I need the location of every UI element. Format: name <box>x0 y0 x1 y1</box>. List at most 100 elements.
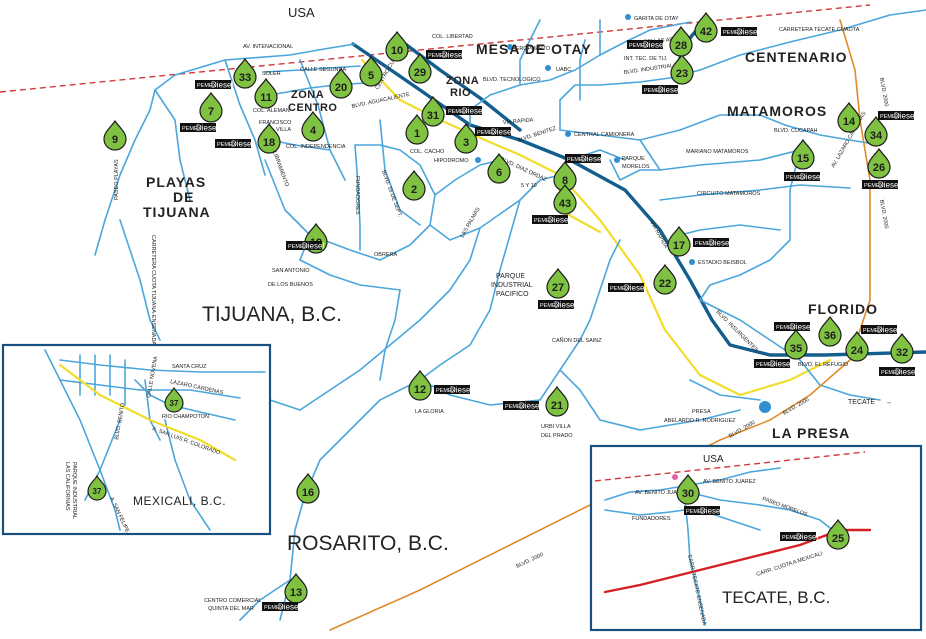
svg-text:VIA RAPIDA: VIA RAPIDA <box>503 117 534 126</box>
svg-text:CIRCUITO MATAMOROS: CIRCUITO MATAMOROS <box>697 191 761 197</box>
svg-text:Diesel: Diesel <box>737 28 759 37</box>
svg-text:LAS CALIFORNIAS: LAS CALIFORNIAS <box>64 462 70 511</box>
svg-text:AV. INTENACIONAL: AV. INTENACIONAL <box>243 44 293 50</box>
svg-text:AV. BENITO JUAREZ: AV. BENITO JUAREZ <box>635 490 688 496</box>
svg-text:PEMEX: PEMEX <box>288 244 308 250</box>
svg-text:CENTENARIO: CENTENARIO <box>745 49 848 65</box>
station-pins[interactable]: 1 2 3 4 5 6 7 8 9 10 11 12 13 14 15 16 1… <box>103 12 914 604</box>
svg-text:Diesel: Diesel <box>581 155 603 164</box>
svg-text:PEMEX: PEMEX <box>880 114 900 120</box>
svg-text:Diesel: Diesel <box>770 360 792 369</box>
svg-text:Diesel: Diesel <box>211 81 233 90</box>
station-marker-18: 18 <box>257 123 281 154</box>
svg-text:37: 37 <box>170 399 179 408</box>
svg-text:9: 9 <box>112 134 118 146</box>
svg-text:5 Y 10: 5 Y 10 <box>521 183 537 189</box>
svg-text:43: 43 <box>559 198 571 210</box>
svg-text:PACIFICO: PACIFICO <box>496 291 529 298</box>
svg-text:GARITA DE OTAY: GARITA DE OTAY <box>634 16 679 22</box>
station-marker-21: 21 <box>545 386 569 417</box>
svg-text:Diesel: Diesel <box>231 140 253 149</box>
svg-text:Diesel: Diesel <box>800 173 822 182</box>
svg-text:PEMEX: PEMEX <box>776 325 796 331</box>
svg-text:ZONA: ZONA <box>446 75 479 87</box>
svg-text:BLVD. EL REFUGIO: BLVD. EL REFUGIO <box>798 362 849 368</box>
station-marker-20: 20 <box>329 68 353 99</box>
svg-text:BLVD. 2000: BLVD. 2000 <box>515 552 544 570</box>
station-marker-25[interactable]: 25 <box>826 519 850 550</box>
svg-text:DE: DE <box>173 189 194 205</box>
svg-text:PASEO PLAYAS: PASEO PLAYAS <box>114 159 120 200</box>
svg-text:PEMEX: PEMEX <box>477 130 497 136</box>
station-marker-15: 15 <box>791 139 815 170</box>
svg-text:13: 13 <box>290 587 302 599</box>
svg-text:PEMEX: PEMEX <box>264 605 284 611</box>
svg-text:SANTA CRUZ: SANTA CRUZ <box>172 364 207 370</box>
svg-text:USA: USA <box>703 454 724 465</box>
poi-markers <box>475 14 771 413</box>
svg-text:PEMEX: PEMEX <box>786 175 806 181</box>
svg-text:29: 29 <box>414 67 426 79</box>
svg-text:COL. INDEPENDENCIA: COL. INDEPENDENCIA <box>286 144 346 150</box>
station-marker-3: 3 <box>454 123 478 154</box>
svg-text:35: 35 <box>790 343 802 355</box>
svg-text:URBI VILLA: URBI VILLA <box>541 424 571 430</box>
svg-text:1: 1 <box>414 128 420 140</box>
city-label-rosarito: ROSARITO, B.C. <box>287 532 449 555</box>
svg-text:PEMEX: PEMEX <box>610 286 630 292</box>
svg-text:26: 26 <box>873 162 885 174</box>
svg-text:Diesel: Diesel <box>196 124 218 133</box>
svg-text:Diesel: Diesel <box>302 242 324 251</box>
svg-text:Diesel: Diesel <box>278 603 300 612</box>
svg-text:15: 15 <box>797 153 809 165</box>
svg-text:Diesel: Diesel <box>894 112 916 121</box>
svg-text:23: 23 <box>676 68 688 80</box>
svg-text:LA GLORIA: LA GLORIA <box>415 409 444 415</box>
svg-text:PEMEX: PEMEX <box>534 218 554 224</box>
svg-text:Diesel: Diesel <box>895 368 917 377</box>
svg-text:CARRETERA TECATE CUAOTA: CARRETERA TECATE CUAOTA <box>779 27 860 33</box>
svg-text:11: 11 <box>260 92 272 104</box>
svg-text:COL. CACHO: COL. CACHO <box>410 149 445 155</box>
svg-text:CENTRO: CENTRO <box>288 102 337 114</box>
svg-text:42: 42 <box>700 26 712 38</box>
svg-text:PEMEX: PEMEX <box>695 241 715 247</box>
station-marker-9: 9 <box>103 120 127 151</box>
svg-text:6: 6 <box>496 167 502 179</box>
station-marker-17: 17 <box>667 226 691 257</box>
svg-text:PEMEX: PEMEX <box>864 183 884 189</box>
svg-text:PARQUE: PARQUE <box>622 156 645 162</box>
station-marker-12: 12 <box>408 370 432 401</box>
svg-text:PEMEX: PEMEX <box>197 83 217 89</box>
svg-text:TIJUANA: TIJUANA <box>143 204 211 220</box>
svg-text:32: 32 <box>896 347 908 359</box>
station-marker-4: 4 <box>301 111 325 142</box>
svg-text:ESTADIO BEISBOL: ESTADIO BEISBOL <box>698 260 747 266</box>
svg-text:Diesel: Diesel <box>442 51 464 60</box>
svg-text:Diesel: Diesel <box>877 326 899 335</box>
svg-text:Diesel: Diesel <box>554 301 576 310</box>
city-labels: TIJUANA, B.C. ROSARITO, B.C. <box>202 303 449 555</box>
svg-text:FUNDADORES: FUNDADORES <box>632 516 671 522</box>
svg-text:Diesel: Diesel <box>790 323 812 332</box>
svg-text:BLVD. 2000: BLVD. 2000 <box>878 199 889 229</box>
svg-text:BLVD. BENITEZ: BLVD. BENITEZ <box>517 126 558 144</box>
station-marker-22: 22 <box>653 264 677 295</box>
svg-text:MESA DE OTAY: MESA DE OTAY <box>476 41 592 57</box>
us-border-line <box>0 4 871 93</box>
svg-text:37: 37 <box>93 487 102 496</box>
svg-text:Diesel: Diesel <box>548 216 570 225</box>
city-label-tijuana: TIJUANA, B.C. <box>202 303 342 326</box>
station-marker-30[interactable]: 30 <box>676 474 700 505</box>
svg-text:PEMEX: PEMEX <box>182 126 202 132</box>
svg-text:14: 14 <box>843 116 856 128</box>
station-marker-23: 23 <box>670 54 694 85</box>
city-label-tecate: TECATE, B.C. <box>722 588 830 607</box>
svg-text:30: 30 <box>682 488 694 500</box>
station-marker-37[interactable]: 37 <box>164 387 184 413</box>
station-marker-16: 16 <box>296 473 320 504</box>
svg-text:PEMEX: PEMEX <box>436 388 456 394</box>
station-marker-33: 33 <box>233 58 257 89</box>
svg-text:TECATE: TECATE <box>848 399 875 406</box>
station-marker-37b[interactable]: 37 <box>87 475 107 501</box>
